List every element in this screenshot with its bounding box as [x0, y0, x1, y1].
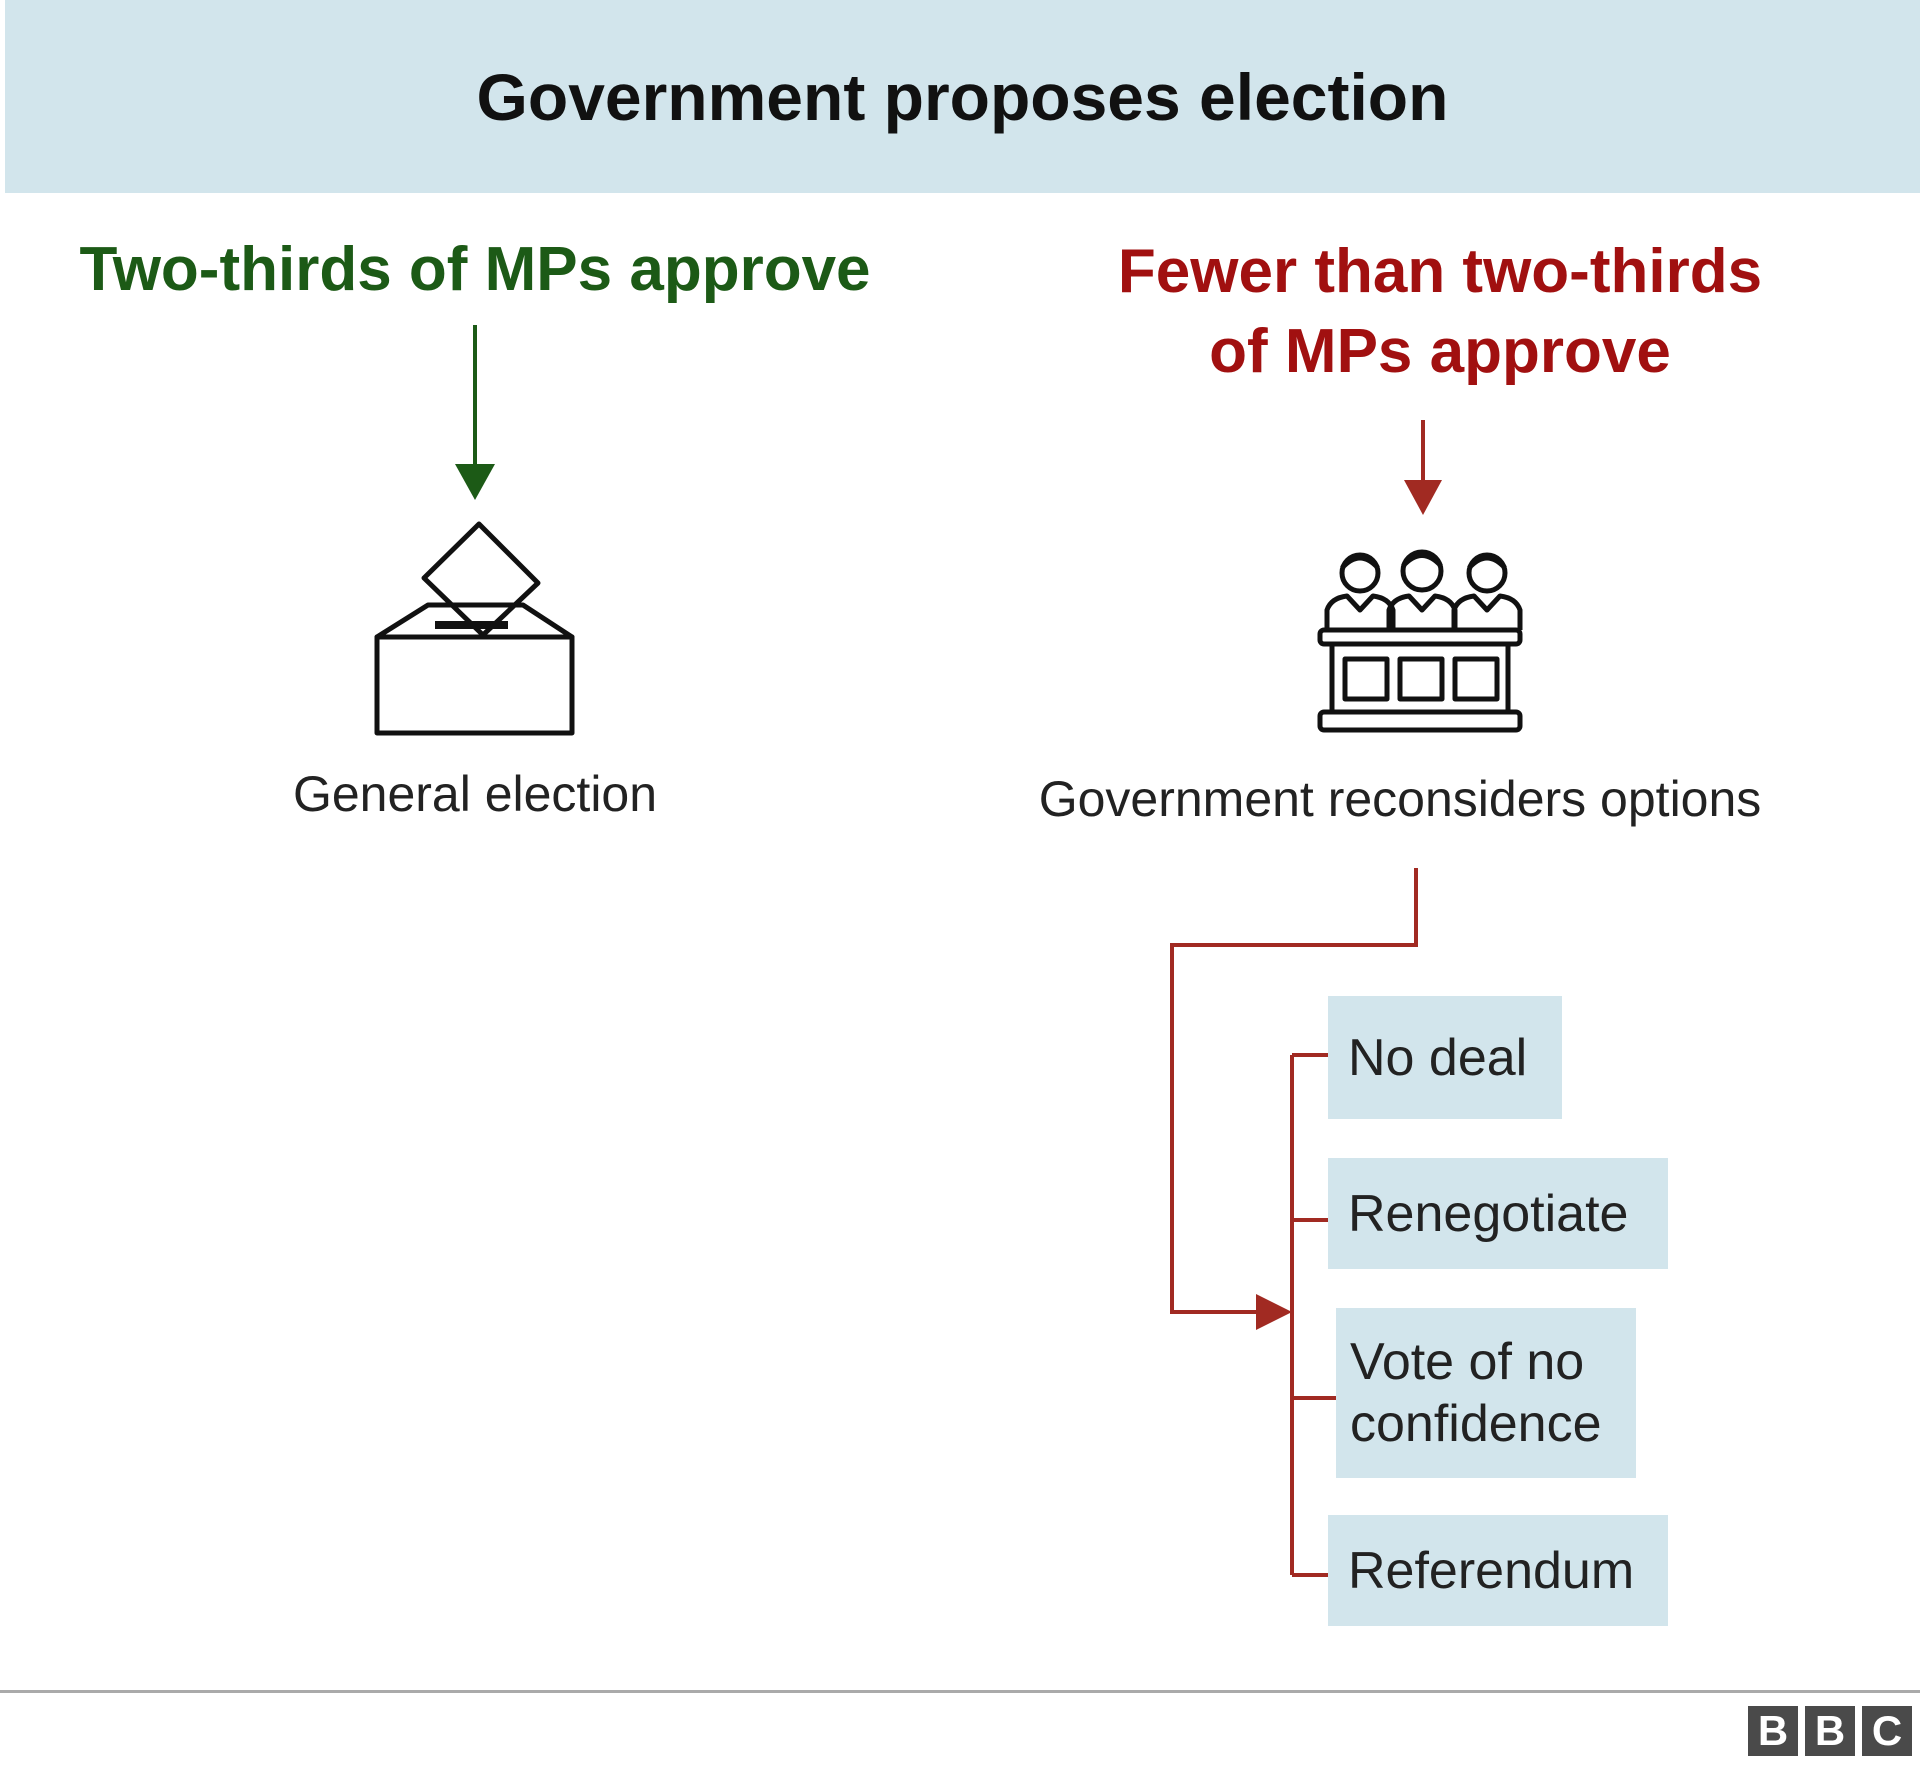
option-label: Renegotiate — [1348, 1184, 1629, 1243]
general-election-label: General election — [292, 766, 658, 822]
footer-divider — [0, 1690, 1920, 1693]
left-branch-title: Two-thirds of MPs approve — [40, 230, 910, 310]
bbc-logo-block: B — [1748, 1706, 1798, 1756]
bbc-logo: B B C — [1748, 1706, 1912, 1756]
option-no-deal: No deal — [1328, 996, 1562, 1119]
option-label: Referendum — [1348, 1541, 1635, 1600]
option-vote-of-no-confidence: Vote of no confidence — [1336, 1308, 1636, 1478]
option-label-line2: confidence — [1350, 1395, 1602, 1453]
bbc-logo-block: B — [1805, 1706, 1855, 1756]
right-branch-title: Fewer than two-thirds of MPs approve — [1040, 232, 1840, 392]
government-reconsiders-label: Government reconsiders options — [1038, 771, 1762, 827]
left-branch-title-text: Two-thirds of MPs approve — [79, 235, 871, 304]
options-connector — [1170, 868, 1418, 1577]
green-down-arrow — [455, 325, 495, 500]
header-title: Government proposes election — [476, 59, 1449, 134]
option-label-line1: Vote of no — [1350, 1333, 1585, 1391]
ballot-box-icon — [374, 521, 575, 736]
option-label: No deal — [1348, 1028, 1528, 1087]
bbc-logo-block: C — [1862, 1706, 1912, 1756]
right-branch-title-line2: of MPs approve — [1209, 317, 1671, 386]
header-banner: Government proposes election — [5, 0, 1920, 193]
red-down-arrow — [1404, 420, 1442, 515]
option-renegotiate: Renegotiate — [1328, 1158, 1668, 1269]
parliament-panel-icon — [1317, 549, 1523, 733]
right-branch-title-line1: Fewer than two-thirds — [1117, 237, 1763, 306]
option-referendum: Referendum — [1328, 1515, 1668, 1626]
